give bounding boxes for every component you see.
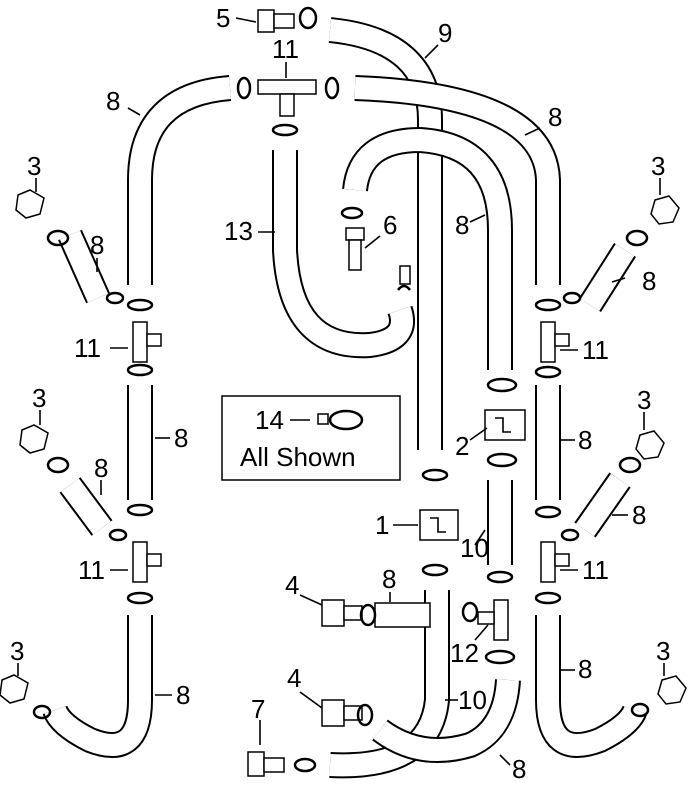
callout-6: 6 — [383, 210, 397, 240]
callout-8-right-mid: 8 — [578, 425, 592, 455]
callout-5: 5 — [216, 3, 230, 33]
callout-8-top-left: 8 — [106, 86, 120, 116]
tee-fitting-11-left-1 — [132, 321, 162, 363]
callout-3-d: 3 — [637, 385, 651, 415]
fitting-3-d — [635, 430, 665, 460]
callout-11-top: 11 — [272, 34, 299, 64]
hose-8-horizontal — [374, 602, 431, 628]
callout-11-left-2: 11 — [78, 555, 105, 585]
fitting-3-e — [0, 674, 29, 704]
callout-4-a: 4 — [285, 570, 299, 600]
callout-8-bottom-center: 8 — [512, 754, 526, 784]
check-valve-1 — [419, 509, 459, 541]
callout-9: 9 — [438, 18, 452, 48]
callout-3-b: 3 — [651, 151, 665, 181]
callout-8-right-1: 8 — [642, 266, 656, 296]
tee-fitting-11-right-2 — [540, 541, 570, 583]
callout-3-c: 3 — [32, 383, 46, 413]
callout-8-center: 8 — [455, 210, 469, 240]
callout-8-left-1: 8 — [90, 230, 104, 260]
callout-2: 2 — [455, 431, 469, 461]
callout-numbers: 5 11 9 8 8 3 3 8 13 6 8 8 11 11 3 3 8 8 … — [10, 3, 670, 784]
fitting-3-a — [15, 189, 45, 219]
fitting-3-f — [657, 675, 687, 705]
callout-8-left-mid: 8 — [174, 423, 188, 453]
callout-11-right-2: 11 — [582, 555, 609, 585]
small-fitting — [397, 265, 411, 291]
fittings — [0, 9, 687, 777]
leader-lines — [17, 17, 665, 766]
callout-8-left-2: 8 — [94, 453, 108, 483]
callout-3-f: 3 — [656, 636, 670, 666]
callout-8-horizontal: 8 — [382, 564, 396, 594]
clamps — [32, 6, 650, 773]
callout-11-left-1: 11 — [74, 333, 101, 363]
callout-4-b: 4 — [287, 663, 301, 693]
fitting-3-c — [19, 424, 49, 454]
fitting-6 — [345, 227, 365, 271]
callout-8-left-bottom: 8 — [176, 680, 190, 710]
check-valve-2 — [484, 409, 526, 441]
elbow-fitting-4-b — [321, 699, 363, 727]
callout-1: 1 — [375, 510, 389, 540]
callout-10-long: 10 — [458, 685, 487, 715]
elbow-fitting-4-a — [321, 599, 363, 627]
legend-box: 14 All Shown — [221, 395, 401, 481]
elbow-fitting-7 — [247, 751, 285, 777]
callout-7: 7 — [251, 694, 265, 724]
tee-fitting-12 — [477, 599, 509, 641]
callout-3-a: 3 — [27, 151, 41, 181]
callout-14: 14 — [255, 405, 284, 435]
callout-8-top-right: 8 — [548, 102, 562, 132]
elbow-fitting-5 — [257, 9, 295, 33]
callout-10-short: 10 — [460, 533, 489, 563]
fitting-3-b — [650, 195, 680, 225]
clamp-icon-14 — [317, 413, 329, 425]
callout-3-e: 3 — [10, 636, 24, 666]
tee-fitting-11-top — [257, 79, 317, 117]
callout-12: 12 — [450, 638, 479, 668]
tee-fitting-11-right-1 — [540, 321, 570, 363]
hoses — [42, 17, 648, 779]
legend-all-shown: All Shown — [240, 442, 356, 472]
callout-11-right-1: 11 — [582, 335, 609, 365]
callout-13: 13 — [224, 216, 253, 246]
callout-8-right-bottom: 8 — [578, 654, 592, 684]
callout-8-right-2: 8 — [632, 500, 646, 530]
tee-fitting-11-left-2 — [132, 541, 162, 583]
